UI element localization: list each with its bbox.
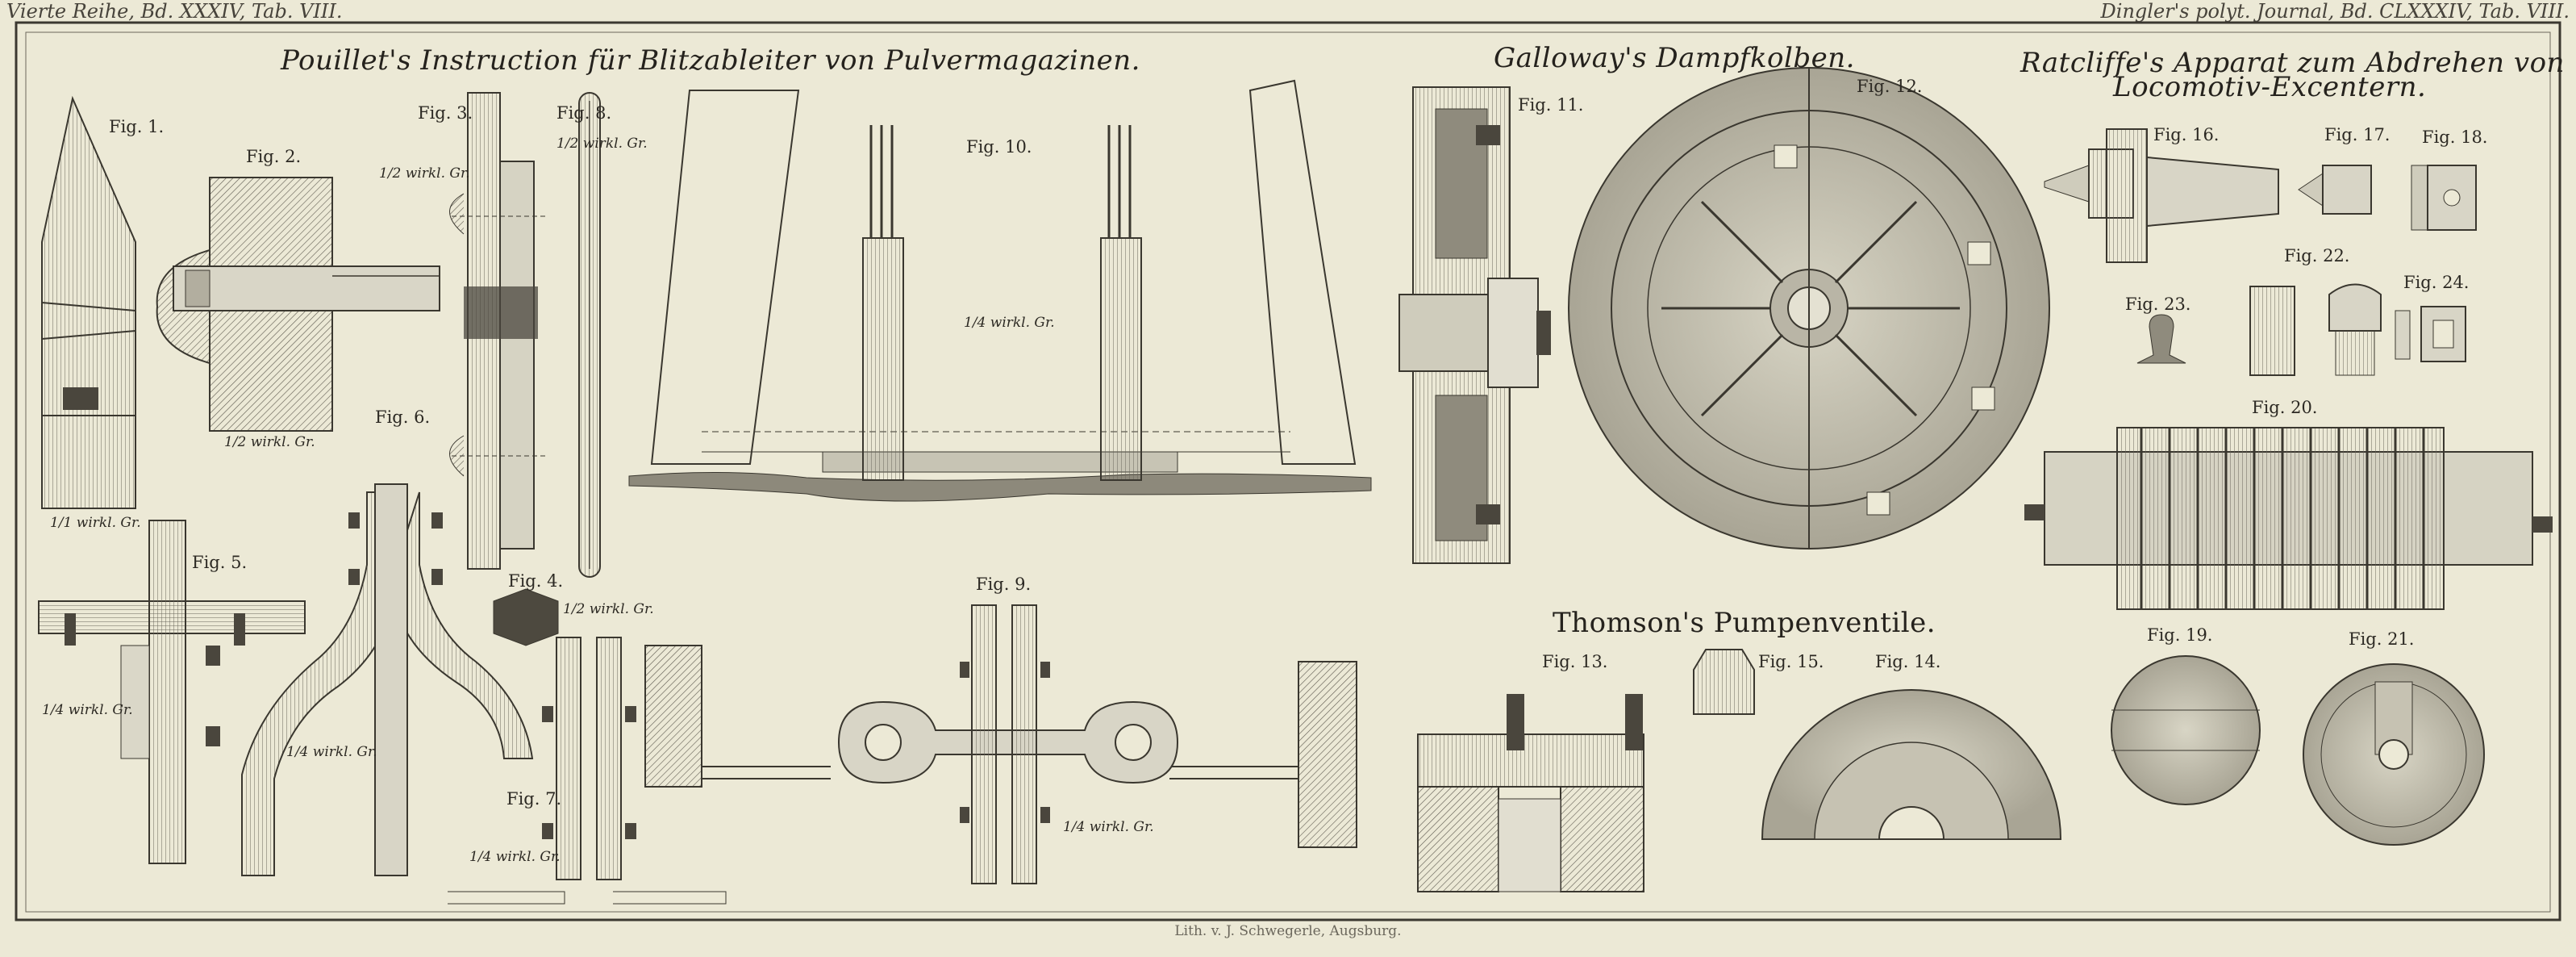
fig24-drawing	[2395, 306, 2466, 362]
scale-note-fig4: 1/2 wirkl. Gr.	[563, 601, 654, 617]
figure-label-7: Fig. 7.	[506, 789, 562, 809]
scale-note-fig8: 1/2 wirkl. Gr.	[556, 136, 648, 152]
figure-label-1: Fig. 1.	[109, 117, 165, 136]
figure-label-15: Fig. 15.	[1758, 652, 1824, 671]
section-title-pouillet: Pouillet's Instruction für Blitzableiter…	[281, 44, 1140, 77]
figure-label-14: Fig. 14.	[1875, 652, 1941, 671]
fig18-drawing	[2411, 165, 2477, 231]
fig11-drawing	[1398, 86, 1551, 564]
fig23-drawing	[2136, 314, 2186, 364]
fig8-drawing	[578, 92, 601, 578]
scale-note-fig10: 1/4 wirkl. Gr.	[964, 315, 1055, 331]
fig17-drawing	[2298, 165, 2372, 215]
figure-label-23: Fig. 23.	[2125, 295, 2191, 314]
figure-label-8: Fig. 8.	[556, 103, 612, 123]
fig22-drawing	[2249, 283, 2382, 376]
figure-label-13: Fig. 13.	[1542, 652, 1608, 671]
figure-label-10: Fig. 10.	[966, 137, 1032, 157]
section-title-ratcliffe-line1: Ratcliffe's Apparat zum Abdrehen von	[2020, 47, 2565, 79]
fig1-drawing	[41, 95, 136, 509]
fig5-drawing	[38, 520, 306, 864]
figure-label-9: Fig. 9.	[976, 575, 1032, 594]
figure-label-17: Fig. 17.	[2324, 125, 2391, 144]
volume-header-left: Vierte Reihe, Bd. XXXIV, Tab. VIII.	[6, 0, 343, 23]
figure-label-3: Fig. 3.	[418, 103, 473, 123]
figure-label-19: Fig. 19.	[2147, 625, 2213, 645]
section-title-galloway: Galloway's Dampfkolben.	[1494, 42, 1855, 74]
figure-label-6: Fig. 6.	[375, 407, 431, 427]
figure-label-12: Fig. 12.	[1857, 77, 1923, 96]
fig16-drawing	[2044, 128, 2279, 263]
fig7-drawing	[448, 637, 727, 905]
section-title-ratcliffe-line2: Locomotiv-Excentern.	[2113, 71, 2427, 103]
fig4-drawing	[493, 588, 559, 646]
figure-label-5: Fig. 5.	[192, 553, 248, 572]
figure-label-22: Fig. 22.	[2284, 246, 2350, 265]
scale-note-fig7: 1/4 wirkl. Gr.	[469, 849, 561, 865]
fig9-drawing	[702, 604, 1357, 884]
figure-label-24: Fig. 24.	[2403, 273, 2470, 292]
fig20-drawing	[2024, 427, 2553, 610]
fig2-drawing	[156, 177, 440, 432]
scale-note-fig9: 1/4 wirkl. Gr.	[1063, 819, 1154, 835]
figure-label-4: Fig. 4.	[508, 571, 564, 591]
fig19-drawing	[2111, 655, 2261, 805]
fig13-drawing	[1417, 694, 1644, 892]
fig6-drawing	[241, 483, 534, 876]
section-title-thomson: Thomson's Pumpenventile.	[1553, 607, 1936, 639]
scale-note-fig3: 1/2 wirkl. Gr.	[379, 165, 470, 182]
figure-label-21: Fig. 21.	[2349, 629, 2415, 649]
figure-label-11: Fig. 11.	[1518, 95, 1584, 115]
fig14-drawing	[1761, 689, 2062, 840]
figure-label-2: Fig. 2.	[246, 147, 302, 166]
scale-note-fig5: 1/4 wirkl. Gr.	[42, 702, 133, 718]
scale-note-fig6: 1/4 wirkl. Gr.	[286, 744, 377, 760]
fig21-drawing	[2303, 663, 2485, 846]
scale-note-fig2: 1/2 wirkl. Gr.	[224, 434, 315, 450]
figure-label-16: Fig. 16.	[2153, 125, 2220, 144]
fig15-drawing	[1693, 649, 1755, 715]
lithographer-credit: Lith. v. J. Schwegerle, Augsburg.	[1174, 923, 1402, 939]
volume-header-right: Dingler's polyt. Journal, Bd. CLXXXIV, T…	[2100, 0, 2570, 23]
fig10-drawing	[628, 79, 1372, 502]
fig3-drawing	[449, 92, 548, 570]
scale-note-fig1: 1/1 wirkl. Gr.	[50, 515, 141, 531]
fig12-drawing	[1568, 67, 2050, 550]
figure-label-18: Fig. 18.	[2422, 127, 2488, 147]
figure-label-20: Fig. 20.	[2252, 398, 2318, 417]
